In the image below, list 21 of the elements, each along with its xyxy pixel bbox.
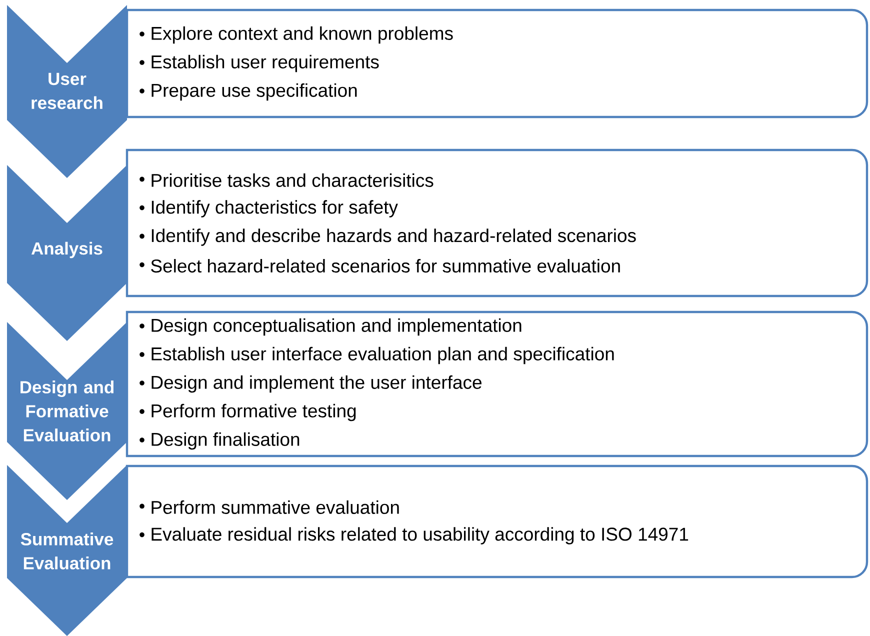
phase-band: User research xyxy=(7,5,127,178)
bullet-item: Establish user requirements xyxy=(152,54,379,72)
phase-band: Analysis xyxy=(7,165,127,341)
bullet-item: Design conceptualisation and implementation xyxy=(152,318,522,336)
bullet-item: Design and implement the user interface xyxy=(152,375,482,393)
bullet-item: Identify chacteristics for safety xyxy=(152,200,398,218)
bullet-item: Establish user interface evaluation plan and specification xyxy=(152,346,614,364)
bullet-item: Prioritise tasks and characterisitics xyxy=(152,173,434,187)
phase-band: Summative Evaluation xyxy=(7,465,127,636)
node-label: Analysis xyxy=(31,242,102,258)
bullet-item: Explore context and known problems xyxy=(152,26,453,44)
bullet-item: Identify and describe hazards and hazard-related scenarios xyxy=(152,228,636,246)
node-label: Design and Formative Evaluation xyxy=(20,380,114,442)
node-label: Summative Evaluation xyxy=(20,532,114,570)
bullet-item: Evaluate residual risks related to usability according to ISO 14971 xyxy=(152,527,688,544)
bullet-item: Perform formative testing xyxy=(152,404,356,422)
phase-band: Design and Formative Evaluation xyxy=(7,322,127,500)
bullet-item: Select hazard-related scenarios for summative evaluation xyxy=(151,259,620,273)
bullet-item: Design finalisation xyxy=(152,432,300,450)
bullet-item: Perform summative evaluation xyxy=(152,500,399,514)
bullet-item: Prepare use specification xyxy=(152,83,357,101)
